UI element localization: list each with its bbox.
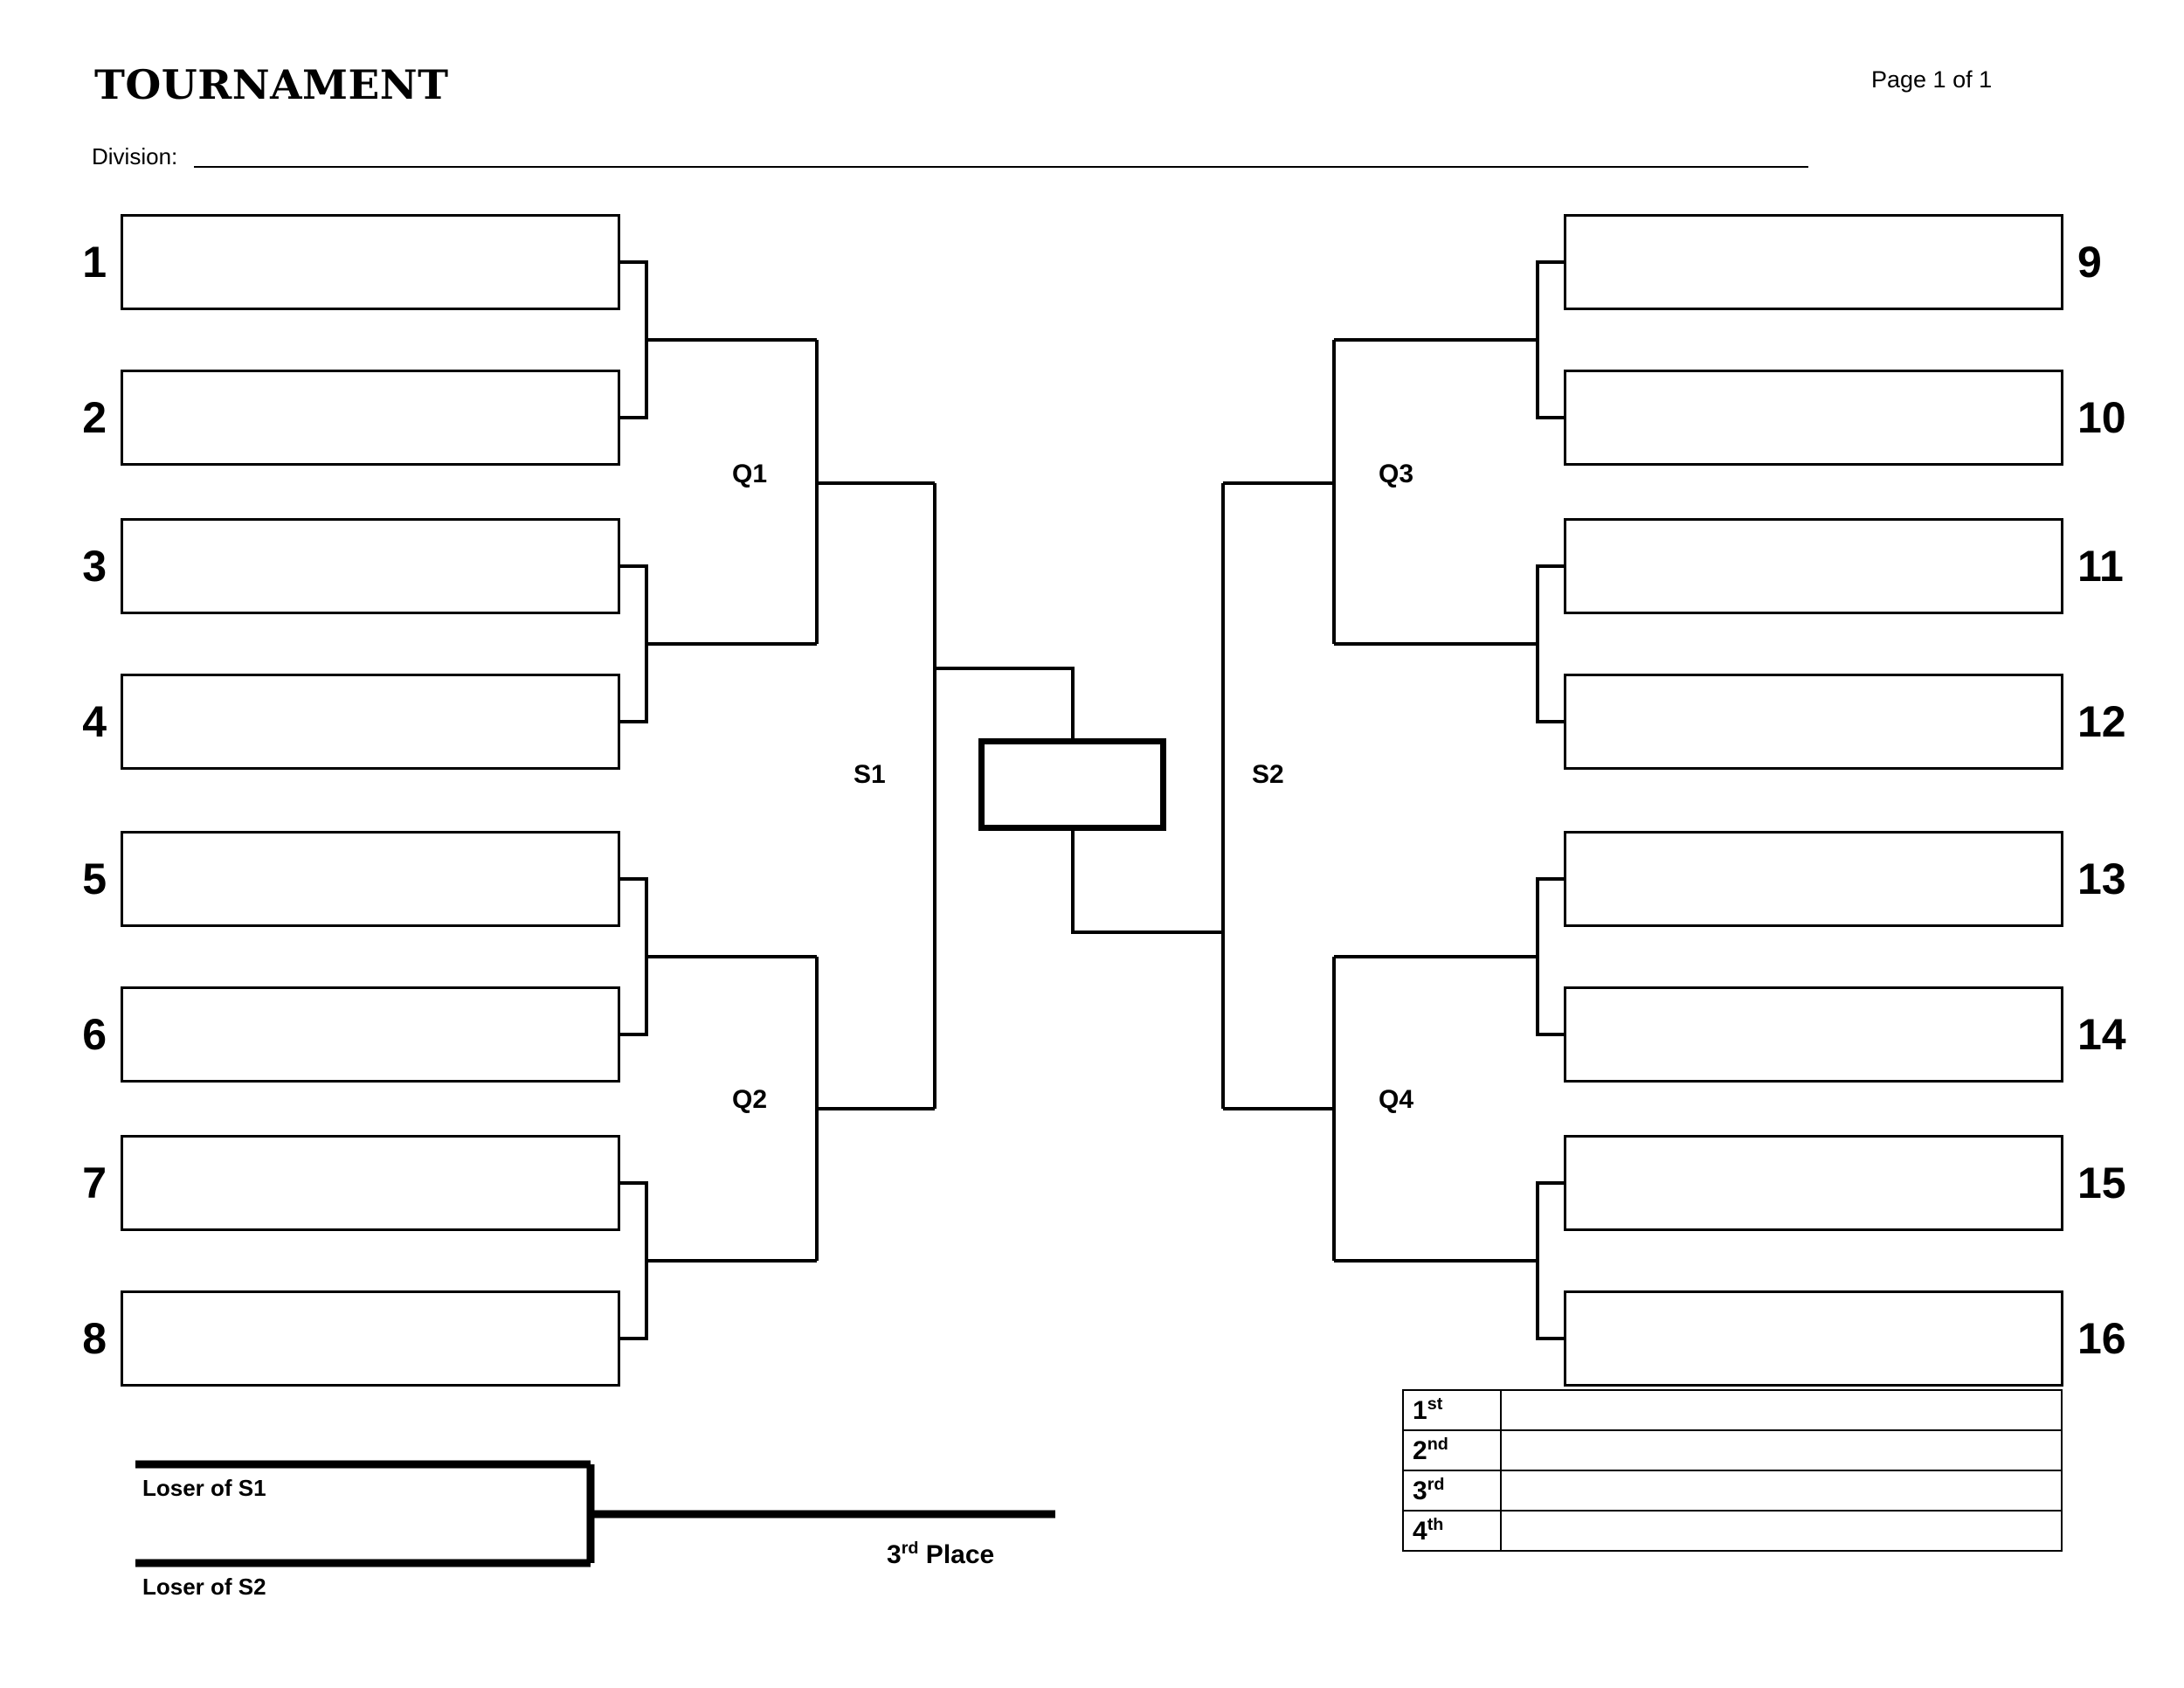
entry-slot-2[interactable] xyxy=(121,370,620,466)
seed-number-5: 5 xyxy=(82,854,107,903)
placement-rank-suffix: rd xyxy=(1427,1475,1445,1494)
seed-number-14: 14 xyxy=(2077,1010,2126,1059)
placement-rank-4: 4th xyxy=(1402,1510,1502,1552)
seed-number-2: 2 xyxy=(82,393,107,442)
seed-number-1: 1 xyxy=(82,238,107,287)
placement-rank-1: 1st xyxy=(1402,1389,1502,1431)
entry-slot-7[interactable] xyxy=(121,1135,620,1231)
seed-number-3: 3 xyxy=(82,542,107,591)
table-row: 2nd xyxy=(1402,1429,2063,1471)
seed-number-10: 10 xyxy=(2077,393,2126,442)
third-place-rank-text: Place xyxy=(918,1540,995,1569)
division-input-line[interactable] xyxy=(194,166,1808,168)
loser-of-s2-label: Loser of S2 xyxy=(142,1574,266,1600)
third-place-rank-number: 3 xyxy=(887,1540,902,1569)
placement-rank-2: 2nd xyxy=(1402,1429,1502,1471)
seed-number-8: 8 xyxy=(82,1314,107,1363)
placement-rank-3: 3rd xyxy=(1402,1470,1502,1512)
entry-slot-13[interactable] xyxy=(1564,831,2063,927)
placement-value-4[interactable] xyxy=(1500,1510,2063,1552)
round-label-q3: Q3 xyxy=(1379,460,1414,488)
placement-rank-number: 3 xyxy=(1413,1477,1427,1505)
division-label: Division: xyxy=(92,143,178,169)
seed-number-7: 7 xyxy=(82,1159,107,1207)
entry-slot-12[interactable] xyxy=(1564,674,2063,770)
entry-slot-4[interactable] xyxy=(121,674,620,770)
entry-slot-9[interactable] xyxy=(1564,214,2063,310)
round-label-q4: Q4 xyxy=(1379,1085,1414,1114)
entry-slot-8[interactable] xyxy=(121,1290,620,1387)
seed-number-4: 4 xyxy=(82,697,107,746)
placement-value-2[interactable] xyxy=(1500,1429,2063,1471)
table-row: 3rd xyxy=(1402,1470,2063,1512)
entry-slot-15[interactable] xyxy=(1564,1135,2063,1231)
seed-number-6: 6 xyxy=(82,1010,107,1059)
table-row: 4th xyxy=(1402,1510,2063,1552)
entry-slot-5[interactable] xyxy=(121,831,620,927)
champion-slot[interactable] xyxy=(978,738,1166,831)
third-place-label: 3rd Place xyxy=(887,1539,995,1569)
placement-table: 1st 2nd 3rd 4th xyxy=(1402,1389,2063,1552)
round-label-q1: Q1 xyxy=(732,460,768,488)
entry-slot-16[interactable] xyxy=(1564,1290,2063,1387)
placement-rank-number: 2 xyxy=(1413,1436,1427,1465)
placement-rank-suffix: st xyxy=(1427,1394,1443,1414)
entry-slot-10[interactable] xyxy=(1564,370,2063,466)
entry-slot-6[interactable] xyxy=(121,986,620,1083)
loser-of-s1-label: Loser of S1 xyxy=(142,1475,266,1501)
entry-slot-3[interactable] xyxy=(121,518,620,614)
seed-number-12: 12 xyxy=(2077,697,2126,746)
entry-slot-1[interactable] xyxy=(121,214,620,310)
table-row: 1st xyxy=(1402,1389,2063,1431)
entry-slot-11[interactable] xyxy=(1564,518,2063,614)
seed-number-13: 13 xyxy=(2077,854,2126,903)
placement-value-1[interactable] xyxy=(1500,1389,2063,1431)
placement-rank-number: 1 xyxy=(1413,1396,1427,1425)
placement-rank-suffix: nd xyxy=(1427,1435,1448,1454)
seed-number-11: 11 xyxy=(2077,542,2124,591)
third-place-rank-suffix: rd xyxy=(901,1539,919,1558)
round-label-s2: S2 xyxy=(1252,760,1284,789)
seed-number-15: 15 xyxy=(2077,1159,2126,1207)
page-title: TOURNAMENT xyxy=(94,61,449,108)
entry-slot-14[interactable] xyxy=(1564,986,2063,1083)
seed-number-16: 16 xyxy=(2077,1314,2126,1363)
placement-rank-suffix: th xyxy=(1427,1515,1444,1534)
round-label-q2: Q2 xyxy=(732,1085,768,1114)
round-label-s1: S1 xyxy=(854,760,886,789)
placement-rank-number: 4 xyxy=(1413,1517,1427,1546)
page-indicator: Page 1 of 1 xyxy=(1871,66,1993,93)
seed-number-9: 9 xyxy=(2077,238,2102,287)
placement-value-3[interactable] xyxy=(1500,1470,2063,1512)
